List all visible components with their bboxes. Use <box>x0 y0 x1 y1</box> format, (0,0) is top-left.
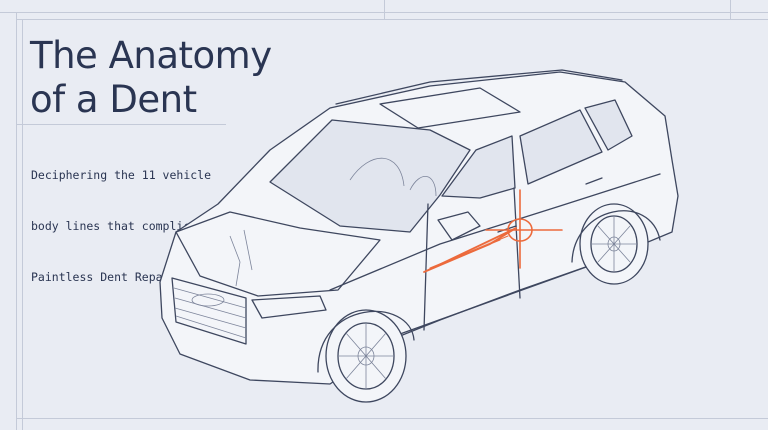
page-title: The Anatomy of a Dent <box>30 34 272 122</box>
rear-door-handle <box>585 177 603 185</box>
side-mirror <box>437 211 481 241</box>
dent-target-marker <box>423 189 563 273</box>
guide-line-right <box>730 0 731 20</box>
title-line-1: The Anatomy <box>30 34 272 77</box>
front-grille <box>171 277 247 345</box>
guide-line-top-inner <box>16 19 768 20</box>
guide-line-center <box>384 0 385 20</box>
rear-door-window <box>519 109 603 185</box>
interior-seat-hint <box>349 157 437 197</box>
front-door-window <box>441 135 516 199</box>
rear-door-seam <box>513 187 521 299</box>
title-line-2: of a Dent <box>30 78 197 121</box>
roof-rail <box>335 69 623 105</box>
quarter-window <box>584 99 633 151</box>
guide-line-bottom <box>16 418 768 419</box>
grille-slats <box>173 287 247 339</box>
rear-wheel <box>579 203 649 285</box>
headlight <box>251 295 327 319</box>
hood <box>175 211 381 297</box>
sunroof <box>379 87 521 129</box>
rear-wheel-arch <box>571 210 661 263</box>
guide-line-left-inner <box>22 19 23 430</box>
engine-suspension-hint <box>229 229 253 287</box>
front-door-seam <box>423 203 429 331</box>
front-wheel-arch <box>317 310 415 373</box>
guide-line-left <box>16 12 17 430</box>
rocker-panel <box>399 261 601 335</box>
front-wheel <box>325 309 407 403</box>
front-door-handle <box>497 225 517 233</box>
shoulder-body-line <box>329 173 661 291</box>
windshield <box>269 119 471 233</box>
badge-rings <box>191 293 225 307</box>
guide-line-text-rule <box>16 124 226 125</box>
subtitle-line-1: Deciphering the 11 vehicle <box>31 168 212 182</box>
